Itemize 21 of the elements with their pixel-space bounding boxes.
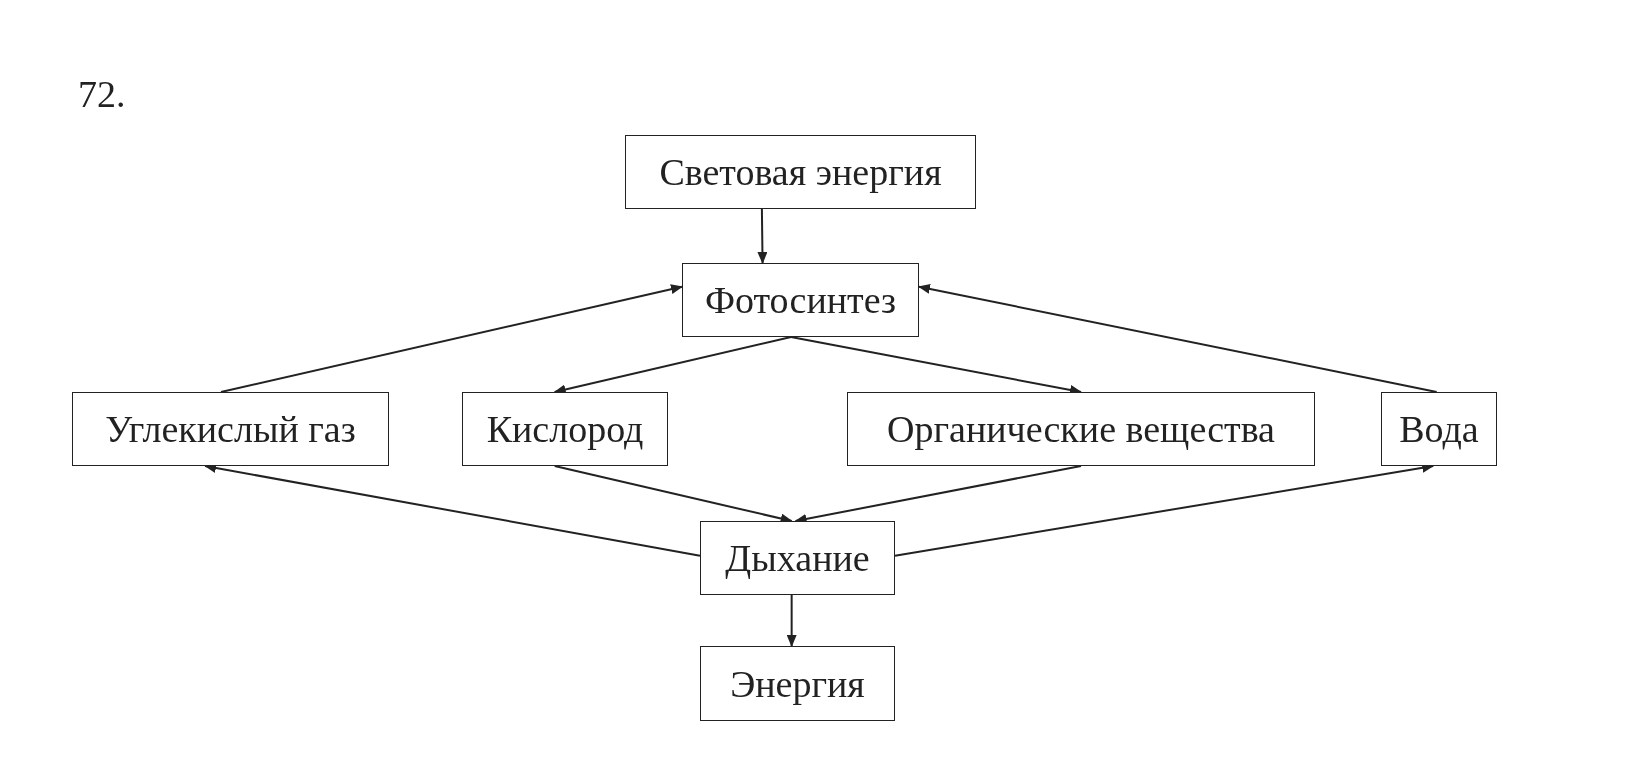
node-text: Вода [1399, 407, 1479, 451]
arrow [220, 284, 683, 393]
process-box [1381, 392, 1497, 466]
node-text: Кислород [486, 407, 644, 451]
process-box [682, 263, 919, 337]
node-text: Углекислый газ [105, 407, 356, 451]
process-box [462, 392, 668, 466]
arrow [918, 283, 1438, 393]
node-text: Световая энергия [659, 150, 942, 194]
node-text: Фотосинтез [704, 278, 897, 322]
process-box [72, 392, 389, 466]
node-text: Энергия [730, 661, 865, 706]
node-text: Органические вещества [887, 407, 1275, 451]
node-text: Дыхание [725, 536, 870, 580]
process-box [847, 392, 1315, 466]
process-box [700, 646, 895, 721]
process-box [700, 521, 895, 595]
exercise-number: 72. [78, 72, 126, 116]
process-box [625, 135, 976, 209]
arrow [786, 594, 797, 647]
arrow [757, 208, 768, 264]
